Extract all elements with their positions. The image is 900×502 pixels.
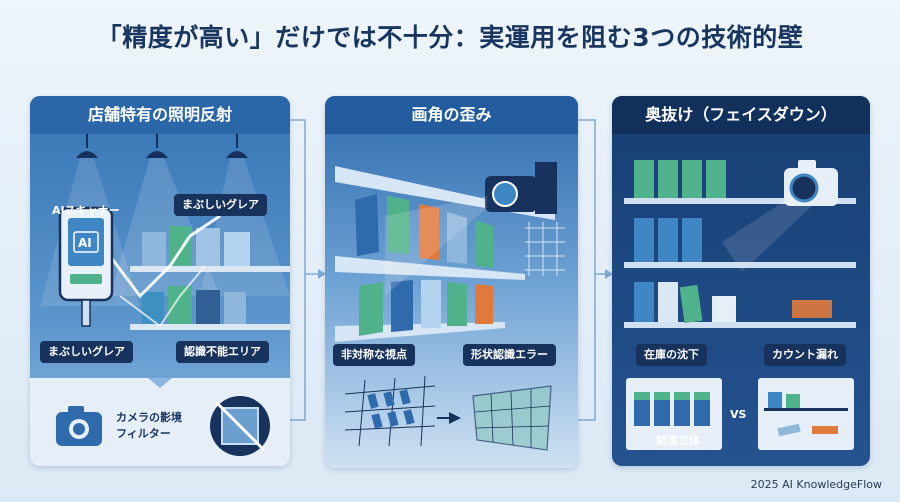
panel-heading: 店舗特有の照明反射 (30, 96, 290, 134)
footer-credit: 2025 AI KnowledgeFlow (750, 478, 882, 491)
stock-sink-label: 在庫の沈下 (636, 344, 707, 366)
page-title: 「精度が高い」だけでは不十分：実運用を阻む3つの技術的壁 (96, 23, 804, 52)
shape-error-label: 形状認識エラー (463, 344, 556, 366)
arrow-icon (318, 269, 326, 279)
facedown-illustration (624, 160, 856, 450)
panel-heading: 奥抜け（フェイスダウン） (612, 96, 870, 134)
filter-label-line2: フィルター (116, 427, 171, 440)
lighting-illustration (30, 134, 290, 466)
camera-icon (485, 162, 557, 214)
distortion-illustration (335, 162, 565, 451)
count-miss-label: カウント漏れ (764, 344, 846, 366)
forward-stack-label: 前進立体 (656, 434, 700, 447)
scanner-label: AIスキャナー (52, 204, 120, 217)
scanner-screen-text: AI (78, 236, 92, 250)
camera-icon (56, 406, 102, 446)
glare-label-top: まぶしいグレア (174, 194, 267, 216)
arrow-icon (605, 269, 613, 279)
panel-face-down: 奥抜け（フェイスダウン） (612, 96, 870, 466)
arrow-icon (449, 412, 461, 424)
glare-label-bottom: まぶしいグレア (40, 341, 133, 363)
ceiling-lamp-icon (76, 134, 248, 158)
unreadable-area-label: 認識不能エリア (176, 341, 269, 363)
camera-icon (784, 160, 838, 206)
asymmetric-view-label: 非対称な視点 (333, 344, 415, 366)
panel-lighting-reflection: 店舗特有の照明反射 (30, 96, 290, 466)
vs-label: VS (730, 408, 747, 421)
filter-crossed-icon (210, 396, 270, 456)
panel-heading: 画角の歪み (325, 96, 578, 134)
panel-angle-distortion: 画角の歪み (325, 96, 578, 468)
filter-label-line1: カメラの影境 (116, 411, 182, 424)
